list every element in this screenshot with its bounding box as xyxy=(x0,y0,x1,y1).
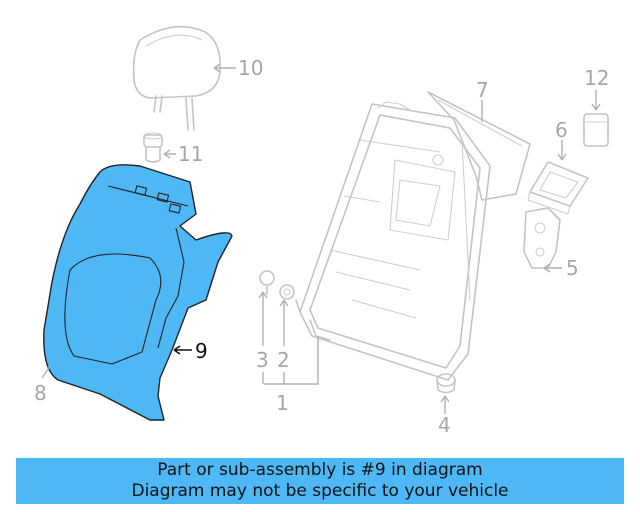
seat-frame-part xyxy=(295,101,491,381)
leader-3 xyxy=(258,291,268,346)
leader-9 xyxy=(173,345,192,355)
info-banner: Part or sub-assembly is #9 in diagram Di… xyxy=(16,458,624,504)
leader-1 xyxy=(264,336,319,385)
callout-7[interactable]: 7 xyxy=(476,78,489,102)
seat-back-board-part xyxy=(427,91,531,201)
callout-10[interactable]: 10 xyxy=(238,56,263,80)
leader-8 xyxy=(41,365,51,379)
callout-8[interactable]: 8 xyxy=(34,381,47,405)
release-knob-part xyxy=(583,113,609,147)
callout-9[interactable]: 9 xyxy=(195,339,208,363)
callout-11[interactable]: 11 xyxy=(178,142,203,166)
bolt-2-part xyxy=(279,284,295,300)
bolt-3-part xyxy=(259,270,275,295)
leader-10 xyxy=(213,63,236,73)
banner-line-part: Part or sub-assembly is #9 in diagram xyxy=(157,460,483,480)
leader-6 xyxy=(557,140,567,161)
callout-5[interactable]: 5 xyxy=(566,256,579,280)
headrest-part xyxy=(132,25,222,131)
callout-3[interactable]: 3 xyxy=(256,348,269,372)
callout-6[interactable]: 6 xyxy=(555,118,568,142)
callout-1[interactable]: 1 xyxy=(276,391,289,415)
leader-5 xyxy=(543,263,562,273)
leader-4 xyxy=(440,395,450,414)
callout-4[interactable]: 4 xyxy=(438,413,451,437)
grommet-part xyxy=(436,373,456,394)
callout-12[interactable]: 12 xyxy=(584,66,609,90)
seat-back-pad-part-highlighted xyxy=(43,164,233,421)
bezel-part xyxy=(527,161,589,215)
parts-diagram: 10 11 7 12 6 5 9 3 2 8 1 4 xyxy=(34,25,609,437)
leader-11 xyxy=(163,149,176,159)
callout-2[interactable]: 2 xyxy=(277,348,290,372)
leader-12 xyxy=(591,90,601,111)
leader-2 xyxy=(279,299,289,346)
guide-sleeve-part xyxy=(143,132,163,163)
latch-part xyxy=(523,207,561,269)
banner-line-disclaimer: Diagram may not be specific to your vehi… xyxy=(131,481,509,501)
leader-2-3-bar xyxy=(262,372,285,384)
